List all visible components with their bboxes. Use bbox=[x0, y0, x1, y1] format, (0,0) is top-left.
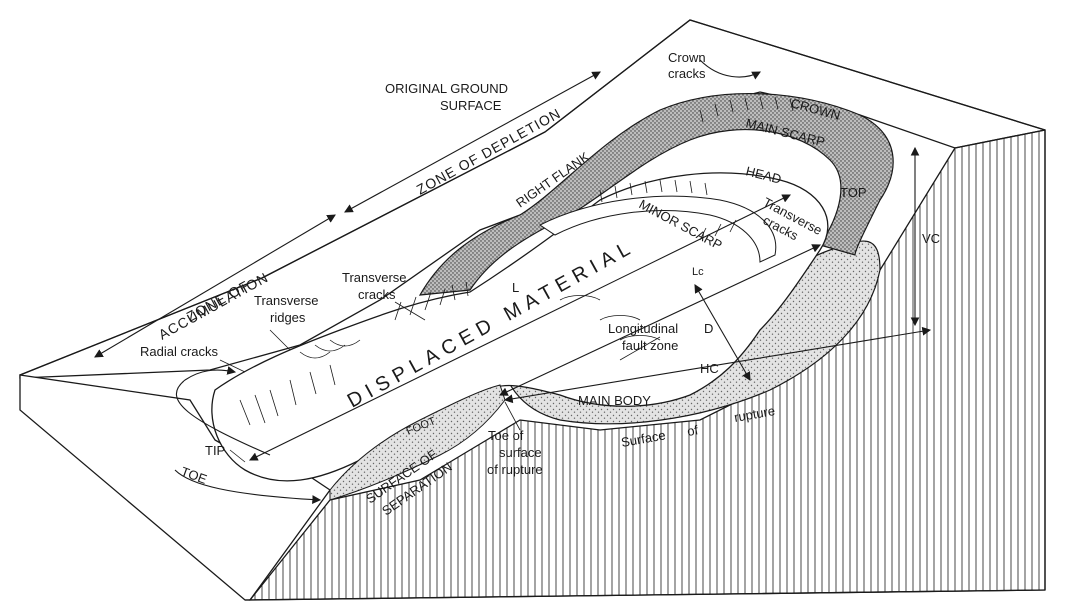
label-surface-of-rupture-2: of bbox=[686, 422, 700, 439]
label-toe-of-rupture-3: of rupture bbox=[487, 462, 543, 477]
label-l: L bbox=[512, 280, 519, 295]
label-crown-cracks-2: cracks bbox=[668, 66, 706, 81]
label-main-body: MAIN BODY bbox=[578, 393, 651, 408]
label-original-ground-1: ORIGINAL GROUND bbox=[385, 81, 508, 96]
label-hc: HC bbox=[700, 361, 719, 376]
dim-d bbox=[694, 284, 751, 381]
label-d: D bbox=[704, 321, 713, 336]
label-vc: VC bbox=[922, 231, 940, 246]
label-longitudinal-1: Longitudinal bbox=[608, 321, 678, 336]
label-transverse-cracks-2: cracks bbox=[358, 287, 396, 302]
dim-lc bbox=[499, 244, 821, 396]
depletion-dim-line bbox=[344, 71, 601, 213]
crown-cracks-arrow bbox=[699, 59, 761, 80]
label-toe-of-rupture-1: Toe of bbox=[488, 428, 524, 443]
block-bottom-edge bbox=[244, 589, 1046, 601]
label-surface-of-rupture-3: rupture bbox=[733, 403, 776, 425]
label-radial-cracks: Radial cracks bbox=[140, 344, 219, 359]
toe-arc bbox=[175, 366, 271, 456]
block-front-face bbox=[19, 374, 331, 601]
toe-bottom-arc bbox=[174, 469, 322, 504]
label-lc: Lc bbox=[692, 266, 704, 278]
label-top: TOP bbox=[840, 185, 867, 200]
label-toe-of-rupture-2: surface bbox=[499, 445, 542, 460]
label-transverse-cracks-1: Transverse bbox=[342, 270, 407, 285]
label-longitudinal-2: fault zone bbox=[622, 338, 678, 353]
label-transverse-ridges-2: ridges bbox=[270, 310, 306, 325]
leader-lines bbox=[219, 301, 661, 463]
label-tip: TIP bbox=[205, 443, 225, 458]
label-original-ground-2: SURFACE bbox=[440, 98, 502, 113]
label-crown-cracks-1: Crown bbox=[668, 50, 706, 65]
label-transverse-ridges-1: Transverse bbox=[254, 293, 319, 308]
